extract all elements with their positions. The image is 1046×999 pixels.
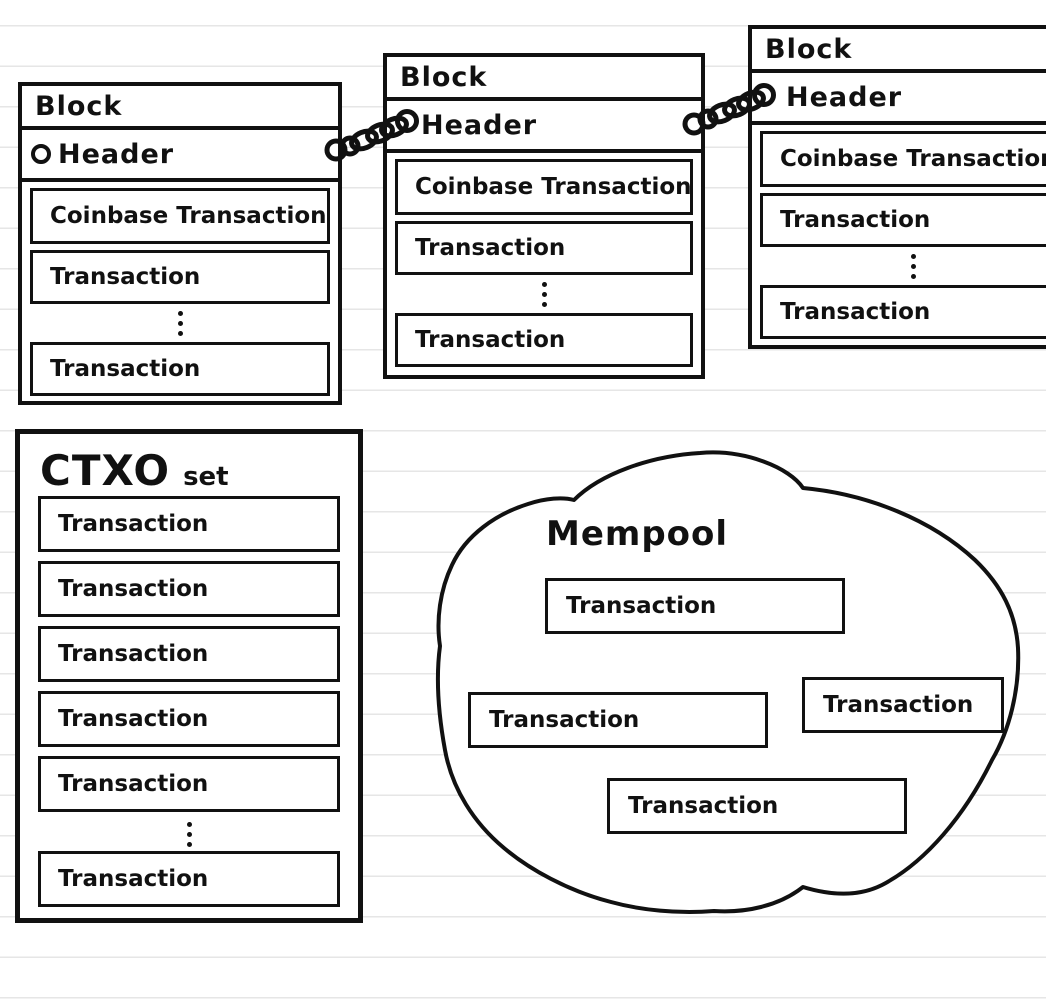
block-body: Coinbase Transaction Transaction Transac… — [752, 125, 1046, 345]
transaction-box: Transaction — [395, 313, 693, 367]
mempool-transaction-box: Transaction — [545, 578, 845, 634]
ctxo-set-title: CTXO set — [40, 446, 358, 495]
transaction-label: Transaction — [415, 327, 566, 353]
block-title: Block — [387, 57, 701, 101]
transaction-label: Transaction — [823, 692, 974, 718]
block-header: Header — [752, 73, 1046, 125]
transaction-box: Transaction — [38, 756, 340, 812]
coinbase-transaction-label: Coinbase Transaction — [50, 203, 327, 229]
mempool-transaction-box: Transaction — [607, 778, 907, 834]
block: Block Header Coinbase Transaction Transa… — [18, 82, 342, 405]
transaction-label: Transaction — [50, 264, 201, 290]
block-body: Coinbase Transaction Transaction Transac… — [22, 182, 338, 402]
block: Block Header Coinbase Transaction Transa… — [748, 25, 1046, 349]
transaction-box: Transaction — [38, 561, 340, 617]
mempool-title: Mempool — [546, 514, 729, 554]
transaction-box: Transaction — [30, 250, 330, 304]
mempool-transaction-box: Transaction — [802, 677, 1004, 733]
coinbase-transaction-box: Coinbase Transaction — [395, 159, 693, 215]
transaction-label: Transaction — [566, 593, 717, 619]
transaction-box: Transaction — [30, 342, 330, 396]
link-ring-icon — [31, 144, 51, 164]
ctxo-set-title-main: CTXO — [40, 446, 171, 495]
transaction-label: Transaction — [58, 866, 209, 892]
vertical-dots-icon — [760, 253, 1046, 279]
transaction-box: Transaction — [760, 285, 1046, 339]
vertical-dots-icon — [395, 281, 693, 307]
transaction-label: Transaction — [50, 356, 201, 382]
coinbase-transaction-box: Coinbase Transaction — [760, 131, 1046, 187]
header-label: Header — [421, 109, 538, 141]
transaction-box: Transaction — [38, 851, 340, 907]
ctxo-set-title-sub: set — [183, 462, 229, 492]
transaction-box: Transaction — [38, 691, 340, 747]
transaction-label: Transaction — [628, 793, 779, 819]
coinbase-transaction-label: Coinbase Transaction — [415, 174, 692, 200]
transaction-label: Transaction — [415, 235, 566, 261]
transaction-label: Transaction — [58, 641, 209, 667]
transaction-label: Transaction — [489, 707, 640, 733]
block-body: Coinbase Transaction Transaction Transac… — [387, 153, 701, 373]
block-header: Header — [387, 101, 701, 153]
vertical-dots-icon — [30, 310, 330, 336]
transaction-box: Transaction — [395, 221, 693, 275]
transaction-label: Transaction — [780, 299, 931, 325]
transaction-label: Transaction — [58, 511, 209, 537]
header-label: Header — [58, 138, 175, 170]
block-header: Header — [22, 130, 338, 182]
coinbase-transaction-box: Coinbase Transaction — [30, 188, 330, 244]
transaction-label: Transaction — [780, 207, 931, 233]
transaction-label: Transaction — [58, 576, 209, 602]
block: Block Header Coinbase Transaction Transa… — [383, 53, 705, 379]
header-label: Header — [786, 81, 903, 113]
block-title: Block — [752, 29, 1046, 73]
block-title: Block — [22, 86, 338, 130]
coinbase-transaction-label: Coinbase Transaction — [780, 146, 1046, 172]
ctxo-set-box: CTXO set Transaction Transaction Transac… — [15, 429, 363, 923]
transaction-label: Transaction — [58, 706, 209, 732]
transaction-box: Transaction — [38, 626, 340, 682]
vertical-dots-icon — [38, 821, 340, 847]
transaction-box: Transaction — [760, 193, 1046, 247]
transaction-box: Transaction — [38, 496, 340, 552]
mempool-transaction-box: Transaction — [468, 692, 768, 748]
transaction-label: Transaction — [58, 771, 209, 797]
